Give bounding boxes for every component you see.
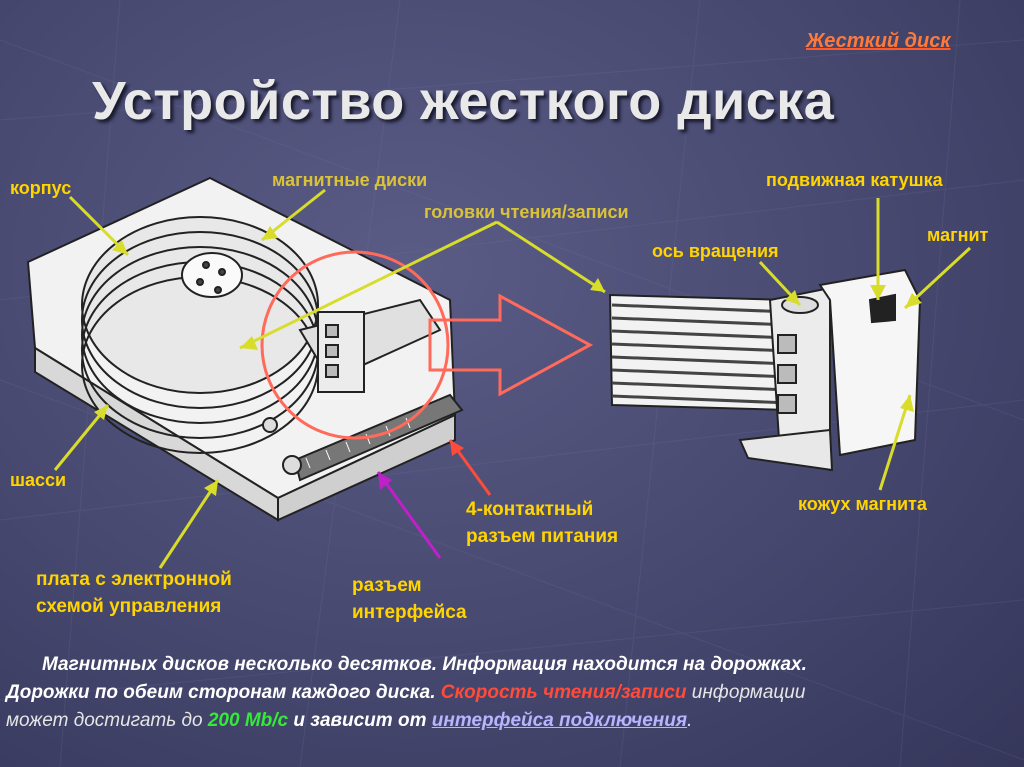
label-korpus: корпус xyxy=(10,178,72,198)
pointer-lines xyxy=(53,188,972,569)
interface-pointer xyxy=(376,471,442,559)
paragraph-line-3-end: . xyxy=(687,710,693,731)
label-power-connector-line1: 4-контактный xyxy=(466,499,594,520)
paragraph-line-2-start: Дорожки по обеим сторонам каждого диска. xyxy=(6,682,441,703)
label-control-board: плата с электронной схемой управления xyxy=(36,566,232,620)
read-write-speed-text: Скорость чтения/записи xyxy=(440,682,687,703)
hard-disk-link[interactable]: Жесткий диск xyxy=(806,30,951,52)
paragraph-line-3: может достигать до 200 Mb/c и зависит от… xyxy=(6,707,1024,735)
label-magnetic-disks: магнитные диски xyxy=(272,170,428,190)
paragraph-line-2: Дорожки по обеим сторонам каждого диска.… xyxy=(6,679,1024,707)
label-magnet-housing: кожух магнита xyxy=(798,494,927,514)
hdd-drawing-left xyxy=(26,176,464,522)
label-chassis: шасси xyxy=(10,470,67,490)
label-interface-line1: разъем xyxy=(352,575,422,596)
paragraph-line-2-end: информации xyxy=(686,682,806,703)
paragraph-line-3-mid: и зависит от xyxy=(288,710,432,731)
label-interface-line2: интерфейса xyxy=(352,602,467,623)
speed-value: 200 Mb/c xyxy=(207,710,289,731)
paragraph-line-1: Магнитных дисков несколько десятков. Инф… xyxy=(42,654,807,675)
head-assembly-drawing xyxy=(608,268,922,472)
label-power-connector: 4-контактный разъем питания xyxy=(466,496,618,550)
label-power-connector-line2: разъем питания xyxy=(466,526,619,547)
label-rw-heads: головки чтения/записи xyxy=(424,202,629,222)
highlight-circle xyxy=(260,250,450,440)
page-title: Устройство жесткого диска xyxy=(92,71,835,131)
label-magnet: магнит xyxy=(927,225,989,245)
label-control-board-line2: схемой управления xyxy=(36,596,222,617)
interface-link[interactable]: интерфейса подключения xyxy=(431,710,688,731)
label-rotation-axis: ось вращения xyxy=(652,241,779,261)
label-interface-connector: разъем интерфейса xyxy=(352,572,467,626)
paragraph-line-3-start: может достигать до xyxy=(6,710,208,731)
power-pointer xyxy=(448,439,492,496)
description-paragraph: Магнитных дисков несколько десятков. Инф… xyxy=(6,651,1024,735)
arrow-right-icon xyxy=(428,293,594,397)
label-control-board-line1: плата с электронной xyxy=(36,569,232,590)
label-moving-coil: подвижная катушка xyxy=(766,170,943,190)
